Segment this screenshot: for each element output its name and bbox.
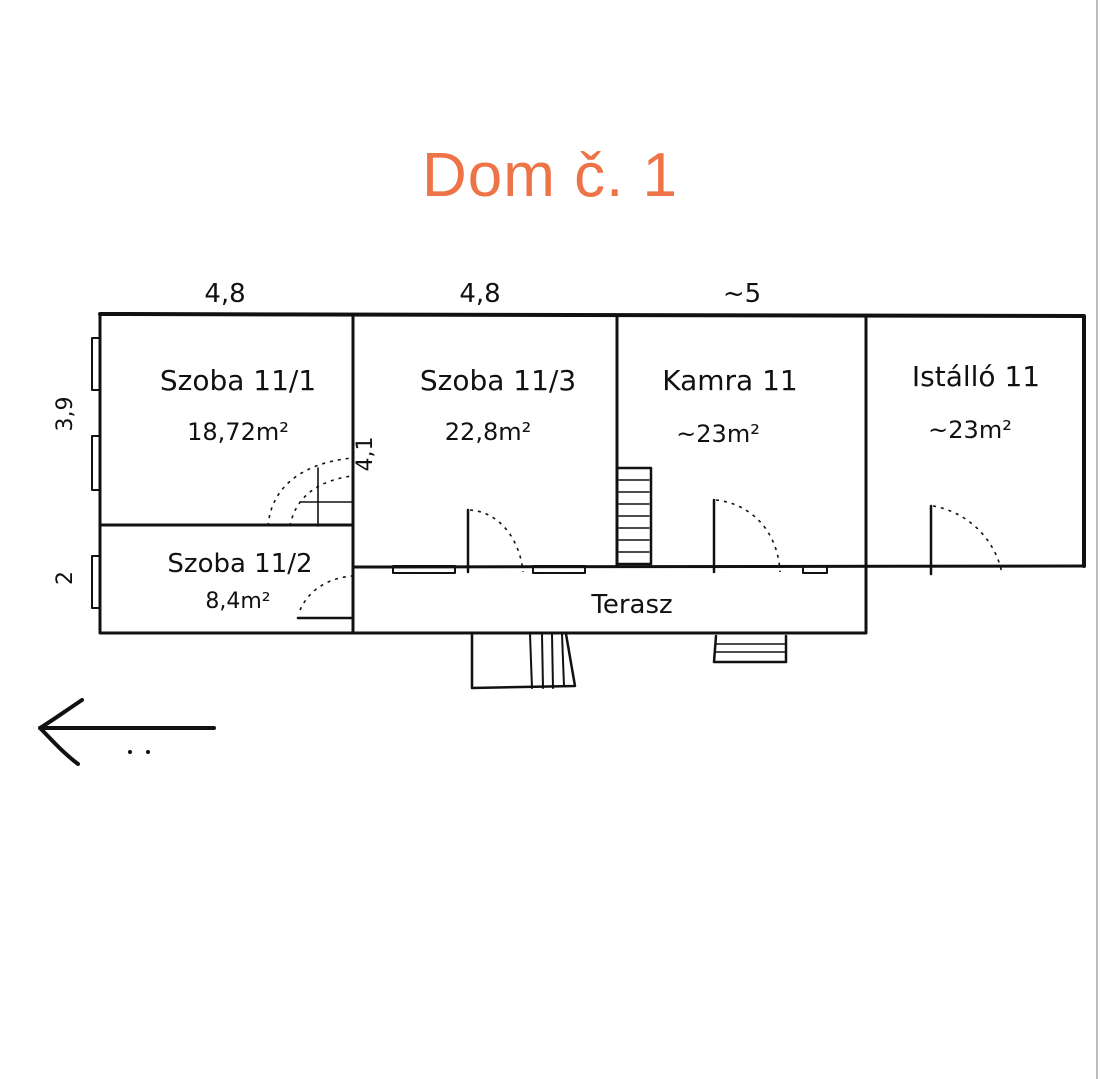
room-label-szoba-11-2: Szoba 11/2	[167, 549, 312, 579]
dimension-left-2: 2	[53, 571, 78, 585]
page-title: Dom č. 1	[421, 141, 679, 210]
room-area-szoba-11-1: 18,72m²	[187, 418, 289, 446]
room-label-szoba-11-1: Szoba 11/1	[160, 364, 316, 397]
dimension-top-3: ~5	[723, 279, 761, 309]
dimension-top-2: 4,8	[459, 279, 500, 309]
room-label-kamra-11: Kamra 11	[662, 364, 798, 397]
dimension-middle: 4,1	[353, 437, 378, 472]
room-label-szoba-11-3: Szoba 11/3	[420, 364, 576, 397]
stairs-icon	[267, 457, 353, 527]
window-icon	[392, 565, 828, 574]
window-icon	[91, 337, 101, 609]
arrow-left-icon	[38, 698, 216, 766]
room-area-kamra-11: ~23m²	[676, 420, 760, 448]
room-area-szoba-11-2: 8,4m²	[205, 589, 270, 614]
dimension-left-1: 3,9	[53, 397, 78, 432]
room-area-istallo-11: ~23m²	[928, 416, 1012, 444]
room-area-szoba-11-3: 22,8m²	[445, 418, 531, 446]
stairs-icon	[470, 632, 788, 690]
page-edge	[1096, 0, 1098, 1079]
door-swing-icon	[296, 498, 1003, 620]
dimension-top-1: 4,8	[204, 279, 245, 309]
stairs-icon	[615, 466, 653, 566]
terrace-label: Terasz	[590, 590, 672, 620]
room-label-istallo-11: Istálló 11	[912, 360, 1040, 393]
